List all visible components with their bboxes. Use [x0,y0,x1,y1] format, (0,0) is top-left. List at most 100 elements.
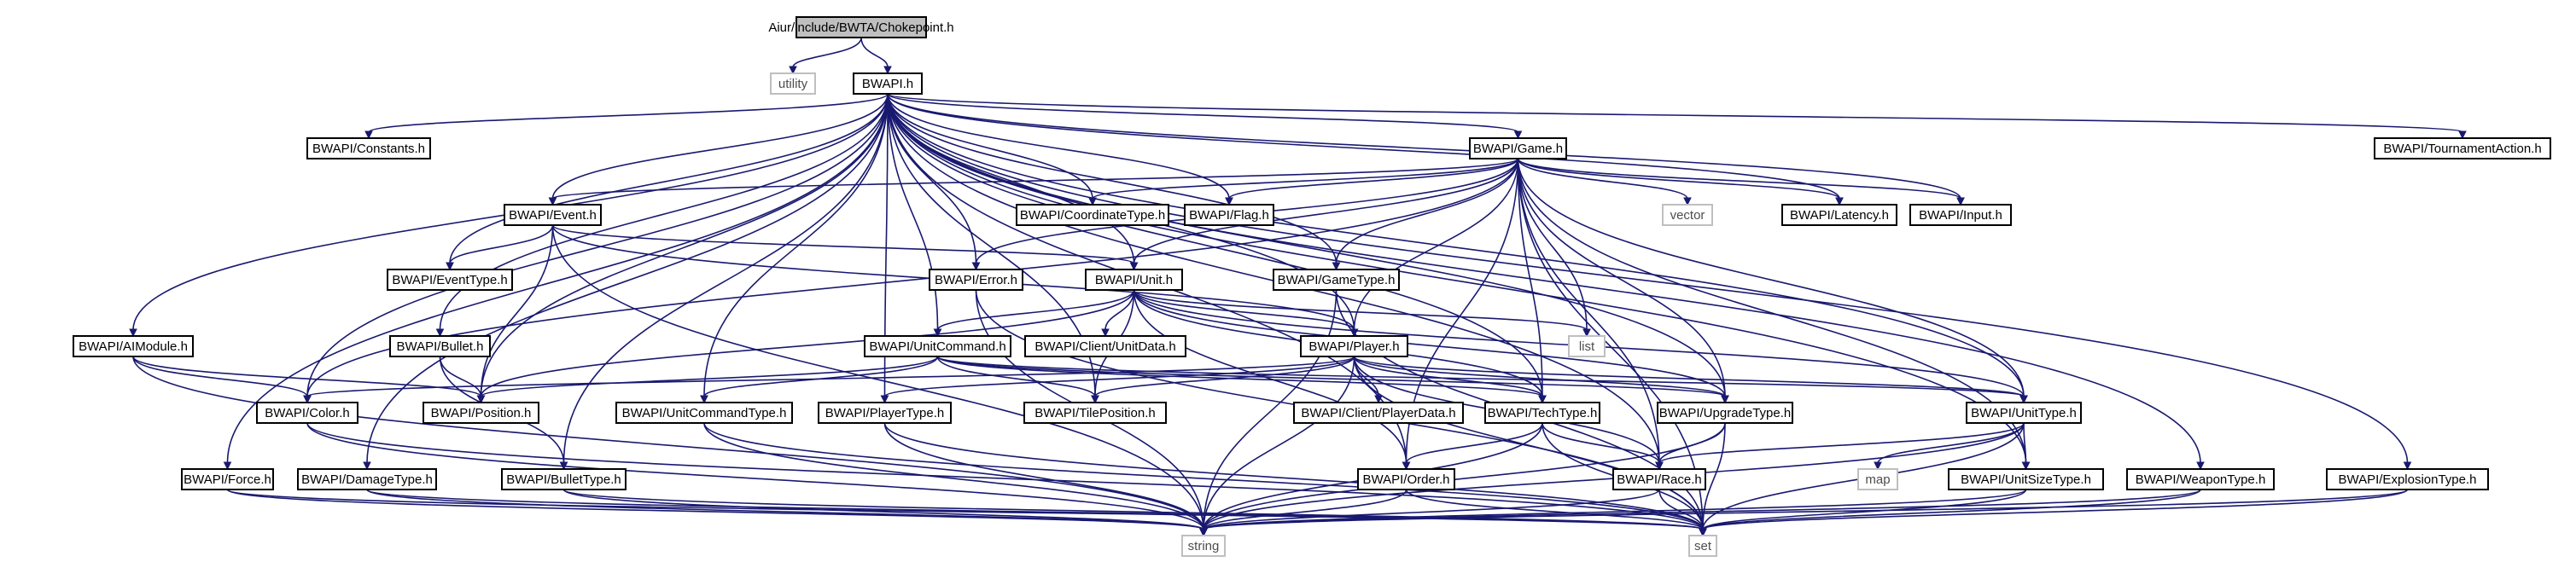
node-box-bullettype[interactable] [501,468,627,490]
node-box-input[interactable] [1909,204,2012,226]
node-box-clientplayerdata[interactable] [1293,402,1464,424]
node-latency[interactable]: BWAPI/Latency.h [1781,204,1897,226]
node-label-bullettype: BWAPI/BulletType.h [506,472,621,487]
node-techtype[interactable]: BWAPI/TechType.h [1484,402,1600,424]
node-label-techtype: BWAPI/TechType.h [1488,406,1598,420]
edge-game-to-player [1353,158,1519,331]
node-damagetype[interactable]: BWAPI/DamageType.h [297,468,437,490]
node-game[interactable]: BWAPI/Game.h [1469,137,1567,159]
node-box-coordtype[interactable] [1016,204,1169,226]
node-event[interactable]: BWAPI/Event.h [504,204,602,226]
node-label-tileposition: BWAPI/TilePosition.h [1034,406,1155,420]
node-box-techtype[interactable] [1484,402,1600,424]
node-bwapi[interactable]: BWAPI.h [853,72,923,95]
node-box-damagetype[interactable] [297,468,437,490]
node-box-game[interactable] [1469,137,1567,159]
node-unitcommand[interactable]: BWAPI/UnitCommand.h [864,335,1011,357]
node-unittype[interactable]: BWAPI/UnitType.h [1966,402,2082,424]
node-box-weapontype[interactable] [2126,468,2275,490]
node-label-tournament: BWAPI/TournamentAction.h [2383,142,2541,156]
node-box-event[interactable] [504,204,602,226]
node-box-order[interactable] [1357,468,1455,490]
edge-unit-to-list [1133,289,1588,331]
node-box-constants[interactable] [306,137,431,159]
node-explosiontype[interactable]: BWAPI/ExplosionType.h [2326,468,2489,490]
node-label-flag: BWAPI/Flag.h [1189,208,1269,223]
node-box-race[interactable] [1612,468,1706,490]
node-box-aimodule[interactable] [73,335,194,357]
node-box-unittype[interactable] [1966,402,2082,424]
node-box-color[interactable] [256,402,358,424]
arrowhead-chokepoint-to-bwapi [883,66,892,75]
node-unit[interactable]: BWAPI/Unit.h [1085,269,1183,291]
node-box-latency[interactable] [1781,204,1897,226]
node-race[interactable]: BWAPI/Race.h [1612,468,1706,490]
node-clientunitdata[interactable]: BWAPI/Client/UnitData.h [1024,335,1186,357]
node-eventtype[interactable]: BWAPI/EventType.h [387,269,513,291]
node-coordtype[interactable]: BWAPI/CoordinateType.h [1016,204,1169,226]
edge-event-to-position [480,224,554,397]
edge-bwapi-to-input [887,93,1961,200]
node-box-error[interactable] [929,269,1023,291]
edge-unitcommand-to-unittype [936,356,2025,397]
node-box-unit[interactable] [1085,269,1183,291]
arrowhead-player-to-color [303,395,312,404]
arrowhead-player-to-tileposition [1091,395,1099,404]
node-box-eventtype[interactable] [387,269,513,291]
arrowhead-bwapi-to-explosiontype [2403,461,2412,471]
node-color[interactable]: BWAPI/Color.h [256,402,358,424]
node-unitsizetype[interactable]: BWAPI/UnitSizeType.h [1948,468,2104,490]
node-box-player[interactable] [1300,335,1408,357]
node-label-unitcommandtype: BWAPI/UnitCommandType.h [622,406,787,420]
node-box-upgradetype[interactable] [1657,402,1793,424]
node-order[interactable]: BWAPI/Order.h [1357,468,1455,490]
node-unitcommandtype[interactable]: BWAPI/UnitCommandType.h [615,402,793,424]
node-tournament[interactable]: BWAPI/TournamentAction.h [2374,137,2551,159]
node-position[interactable]: BWAPI/Position.h [423,402,539,424]
node-bullettype[interactable]: BWAPI/BulletType.h [501,468,627,490]
edge-player-to-color [306,356,1355,397]
edge-player-to-tileposition [1094,356,1355,397]
node-error[interactable]: BWAPI/Error.h [929,269,1023,291]
arrowhead-unitcommand-to-position [476,395,486,404]
node-flag[interactable]: BWAPI/Flag.h [1184,204,1274,226]
node-label-constants: BWAPI/Constants.h [312,142,425,156]
node-box-tileposition[interactable] [1023,402,1167,424]
node-input[interactable]: BWAPI/Input.h [1909,204,2012,226]
node-upgradetype[interactable]: BWAPI/UpgradeType.h [1657,402,1793,424]
node-utility: utility [770,72,816,95]
node-force[interactable]: BWAPI/Force.h [181,468,274,490]
node-weapontype[interactable]: BWAPI/WeaponType.h [2126,468,2275,490]
node-box-tournament[interactable] [2374,137,2551,159]
node-box-playertype[interactable] [818,402,952,424]
node-chokepoint[interactable]: Aiur/include/BWTA/Chokepoint.h [768,16,954,38]
edge-event-to-eventtype [449,224,554,264]
node-constants[interactable]: BWAPI/Constants.h [306,137,431,159]
arrowhead-unittype-to-map [1874,461,1882,471]
node-box-position[interactable] [423,402,539,424]
node-gametype[interactable]: BWAPI/GameType.h [1273,269,1400,291]
node-box-clientunitdata[interactable] [1024,335,1186,357]
node-aimodule[interactable]: BWAPI/AIModule.h [73,335,194,357]
node-box-unitcommand[interactable] [864,335,1011,357]
node-box-force[interactable] [181,468,274,490]
node-box-explosiontype[interactable] [2326,468,2489,490]
node-bullet[interactable]: BWAPI/Bullet.h [389,335,491,357]
edge-unitcommand-to-techtype [936,356,1543,397]
node-player[interactable]: BWAPI/Player.h [1300,335,1408,357]
edge-game-to-set [1517,158,1704,530]
node-clientplayerdata[interactable]: BWAPI/Client/PlayerData.h [1293,402,1464,424]
node-box-unitsizetype[interactable] [1948,468,2104,490]
node-box-flag[interactable] [1184,204,1274,226]
node-playertype[interactable]: BWAPI/PlayerType.h [818,402,952,424]
node-tileposition[interactable]: BWAPI/TilePosition.h [1023,402,1167,424]
node-box-bullet[interactable] [389,335,491,357]
node-box-bwapi[interactable] [853,72,923,95]
node-box-gametype[interactable] [1273,269,1400,291]
node-box-chokepoint[interactable] [796,16,927,38]
node-box-unitcommandtype[interactable] [615,402,793,424]
edge-game-to-vector [1517,158,1688,200]
node-label-position: BWAPI/Position.h [431,406,532,420]
